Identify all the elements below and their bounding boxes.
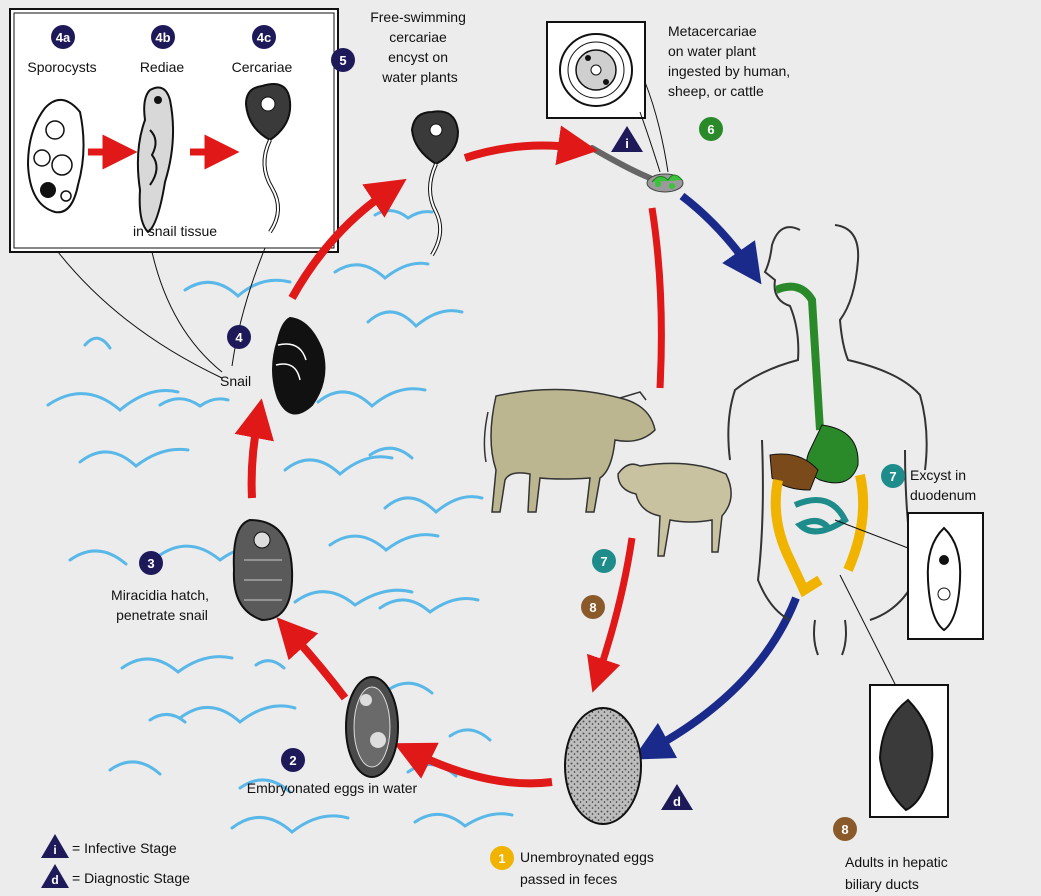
free-swimming-cercaria-illustration [412,111,458,255]
arrow-cercaria-to-plant [465,146,578,158]
snail-pointer-lines [58,248,265,378]
svg-text:2: 2 [289,753,296,768]
svg-text:4a: 4a [56,30,71,45]
digestive-tract [770,287,863,590]
label-rediae: Rediae [140,59,185,75]
label-stage-1: Unembroynated eggs passed in feces [520,849,658,887]
label-stage-5: Free-swimming cercariae encyst on water … [370,9,470,85]
svg-text:i: i [53,843,56,857]
arrow-plant-to-human [682,196,750,268]
badge-5: 5 [331,48,355,72]
svg-text:8: 8 [841,822,848,837]
water-waves [48,211,512,832]
diagnostic-stage-marker: d [661,784,693,810]
badge-4c: 4c [252,25,276,49]
legend-infective: i = Infective Stage [41,834,177,858]
svg-text:7: 7 [600,554,607,569]
spoon-with-water-plant [592,148,683,192]
svg-text:4: 4 [235,330,243,345]
svg-text:4c: 4c [257,30,271,45]
badge-7-human: 7 [881,464,905,488]
svg-text:5: 5 [339,53,346,68]
label-stage-2: Embryonated eggs in water [247,780,418,796]
svg-text:4b: 4b [155,30,170,45]
label-stage-6: Metacercariae on water plant ingested by… [668,23,794,99]
legend-diagnostic: d = Diagnostic Stage [41,864,190,888]
badge-1: 1 [490,846,514,870]
svg-text:i: i [625,136,629,151]
metacercaria-box [547,22,645,118]
arrow-egg-to-miracidia [290,632,345,698]
badge-4b: 4b [151,25,175,49]
label-sporocysts: Sporocysts [27,59,96,75]
arrow-human-to-feces [650,598,796,750]
svg-text:3: 3 [147,556,154,571]
badge-6: 6 [699,117,723,141]
embryonated-egg-illustration [346,677,398,777]
arrow-plant-to-animals [652,208,661,388]
label-in-snail-tissue: in snail tissue [133,223,217,239]
badge-8-animal: 8 [581,595,605,619]
snail-illustration [273,318,324,414]
svg-text:7: 7 [889,469,896,484]
badge-3: 3 [139,551,163,575]
label-snail: Snail [220,373,251,389]
cow-illustration [484,389,655,512]
label-cercariae: Cercariae [232,59,293,75]
miracidium-illustration [234,520,292,620]
arrow-unembryonated-to-embryonated [412,752,552,783]
label-stage-7-human: Excyst in duodenum [910,467,976,503]
svg-text:8: 8 [589,600,596,615]
label-stage-3: Miracidia hatch, penetrate snail [111,587,213,623]
unembryonated-egg-illustration [565,708,641,824]
svg-text:d: d [673,794,681,809]
arrow-miracidia-to-snail [252,418,258,498]
sheep-illustration [618,463,731,556]
badge-4: 4 [227,325,251,349]
badge-7-animal: 7 [592,549,616,573]
infective-stage-marker: i [611,126,643,152]
badge-2: 2 [281,748,305,772]
svg-text:= Infective Stage: = Infective Stage [72,840,177,856]
svg-text:= Diagnostic Stage: = Diagnostic Stage [72,870,190,886]
svg-text:1: 1 [498,851,505,866]
svg-text:6: 6 [707,122,714,137]
badge-8-human: 8 [833,817,857,841]
badge-4a: 4a [51,25,75,49]
svg-text:d: d [51,873,58,887]
label-stage-8-human: Adults in hepatic biliary ducts [845,854,952,892]
